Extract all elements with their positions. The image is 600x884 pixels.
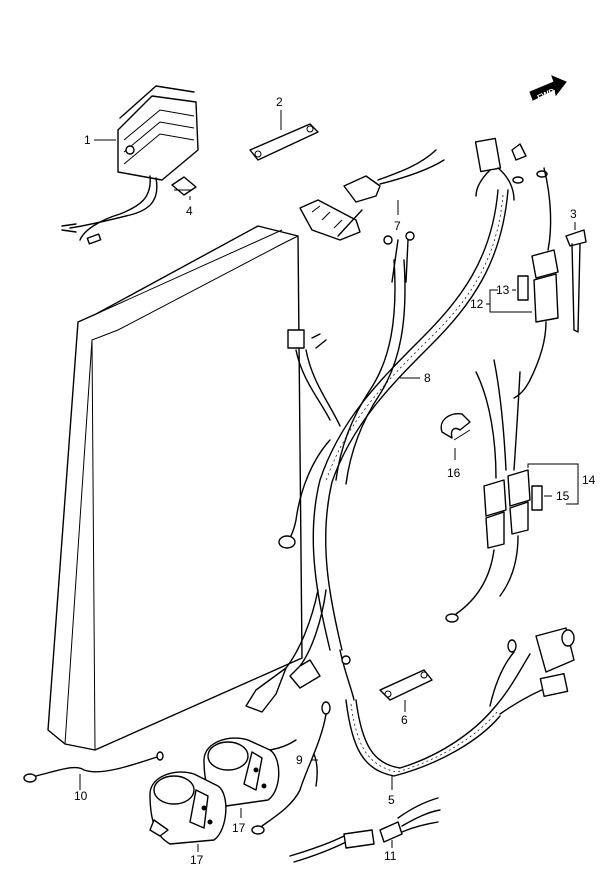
bracket-part	[249, 123, 319, 161]
wire-part-9	[251, 701, 331, 835]
callout-8: 8	[424, 371, 431, 385]
relay-part-17a	[203, 737, 297, 807]
screw-part	[171, 176, 197, 196]
fwd-arrow-icon: FWD	[529, 75, 567, 102]
callout-3: 3	[570, 207, 577, 221]
clamp-part-16	[440, 413, 471, 441]
callout-9: 9	[296, 753, 303, 767]
fuse-holder-part-14	[445, 359, 543, 623]
harness-top-connector	[474, 137, 548, 201]
callout-5: 5	[388, 793, 395, 807]
tie-strap-part-3	[565, 229, 587, 333]
ground-wire-part-10	[23, 751, 164, 783]
electrical-box-outline	[47, 225, 303, 751]
callout-12: 12	[470, 297, 484, 311]
callout-1: 1	[84, 133, 91, 147]
connector-part-7	[299, 149, 445, 241]
callout-11: 11	[384, 849, 397, 863]
callout-4: 4	[186, 204, 193, 218]
lower-harness-part-5	[345, 627, 575, 777]
callout-13: 13	[496, 283, 510, 297]
rectifier-part	[61, 85, 199, 245]
tubing-part-11	[289, 797, 441, 863]
callout-15: 15	[556, 489, 570, 503]
relay-part-17b	[149, 771, 227, 845]
fuse-holder-part-12	[513, 167, 559, 399]
main-harness-part-8	[245, 189, 509, 713]
callout-14: 14	[582, 473, 596, 487]
callout-17-b: 17	[190, 853, 204, 867]
callout-16: 16	[447, 466, 461, 480]
fuse-15	[531, 485, 543, 511]
bracket-part-6	[379, 669, 433, 701]
callout-17-a: 17	[232, 821, 246, 835]
callout-7: 7	[394, 219, 401, 233]
callout-2: 2	[276, 95, 283, 109]
fuse-13	[517, 275, 529, 301]
callout-6: 6	[401, 713, 408, 727]
callout-10: 10	[74, 789, 88, 803]
